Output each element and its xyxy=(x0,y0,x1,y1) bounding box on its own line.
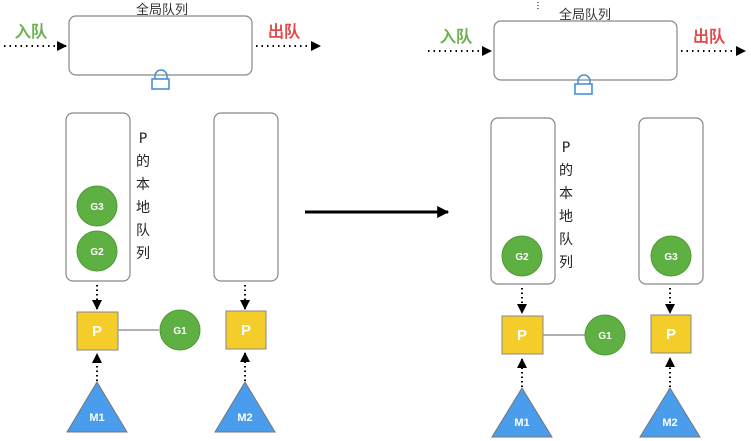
processor-p1: P xyxy=(501,315,544,355)
svg-text:的: 的 xyxy=(559,163,573,179)
global-queue-box xyxy=(493,20,678,81)
goroutine-g1: G1 xyxy=(584,314,626,356)
global-queue: 全局队列 入队 出队 xyxy=(428,7,746,95)
processor-p2: P xyxy=(225,310,267,350)
enqueue-label: 入队 xyxy=(440,27,473,46)
svg-text:G3: G3 xyxy=(90,202,104,213)
svg-text:的: 的 xyxy=(136,154,150,170)
svg-text:G2: G2 xyxy=(90,247,104,258)
svg-text:P: P xyxy=(92,323,102,340)
machine-m1: M1 xyxy=(66,381,128,433)
goroutine-g3: G3 xyxy=(76,185,118,227)
enqueue-label: 入队 xyxy=(15,22,48,41)
svg-text:P: P xyxy=(241,322,251,339)
svg-text:列: 列 xyxy=(136,246,150,262)
dequeue-label: 出队 xyxy=(693,27,726,46)
svg-text:队: 队 xyxy=(559,232,573,248)
svg-text:M2: M2 xyxy=(662,417,677,429)
global-queue-title: 全局队列 xyxy=(559,7,611,23)
svg-text:P: P xyxy=(562,140,570,156)
global-queue-title: 全局队列 xyxy=(136,2,188,18)
local-queue-label: P 的 本 地 队 列 xyxy=(559,140,573,271)
svg-text:G1: G1 xyxy=(598,331,612,342)
goroutine-g1: G1 xyxy=(159,309,201,351)
goroutine-g2: G2 xyxy=(76,230,118,272)
local-queue-p2 xyxy=(638,117,704,285)
svg-text:M1: M1 xyxy=(89,412,104,424)
local-queue-label: P 的 本 地 队 列 xyxy=(136,131,150,262)
svg-text:本: 本 xyxy=(559,186,573,202)
svg-text:G2: G2 xyxy=(515,252,529,263)
svg-text:M2: M2 xyxy=(237,412,252,424)
lock-icon xyxy=(574,74,593,95)
goroutine-g3: G3 xyxy=(650,235,692,277)
svg-text:地: 地 xyxy=(559,209,573,225)
svg-text:G1: G1 xyxy=(173,326,187,337)
global-queue-box xyxy=(68,15,253,76)
goroutine-g2: G2 xyxy=(501,235,543,277)
dequeue-label: 出队 xyxy=(268,22,301,41)
svg-text:P: P xyxy=(517,327,527,344)
svg-text:本: 本 xyxy=(136,177,150,193)
svg-text:G3: G3 xyxy=(664,252,678,263)
svg-text:列: 列 xyxy=(559,255,573,271)
panel-before: 全局队列 入队 出队 G3 G2 P 的 本 地 队 列 xyxy=(4,2,321,433)
global-queue: 全局队列 入队 出队 xyxy=(4,2,321,90)
svg-text:M1: M1 xyxy=(514,417,529,429)
machine-m2: M2 xyxy=(639,387,701,438)
svg-text:地: 地 xyxy=(136,200,150,216)
processor-p1: P xyxy=(76,311,119,351)
panel-after: 全局队列 入队 出队 G2 P 的 本 地 队 列 P xyxy=(428,2,746,438)
svg-text:P: P xyxy=(666,326,676,343)
machine-m2: M2 xyxy=(214,381,276,433)
machine-m1: M1 xyxy=(491,387,553,438)
svg-text:队: 队 xyxy=(136,223,150,239)
processor-p2: P xyxy=(650,314,692,354)
svg-text:P: P xyxy=(139,131,147,147)
lock-icon xyxy=(151,69,170,90)
local-queue-p2 xyxy=(213,112,279,282)
